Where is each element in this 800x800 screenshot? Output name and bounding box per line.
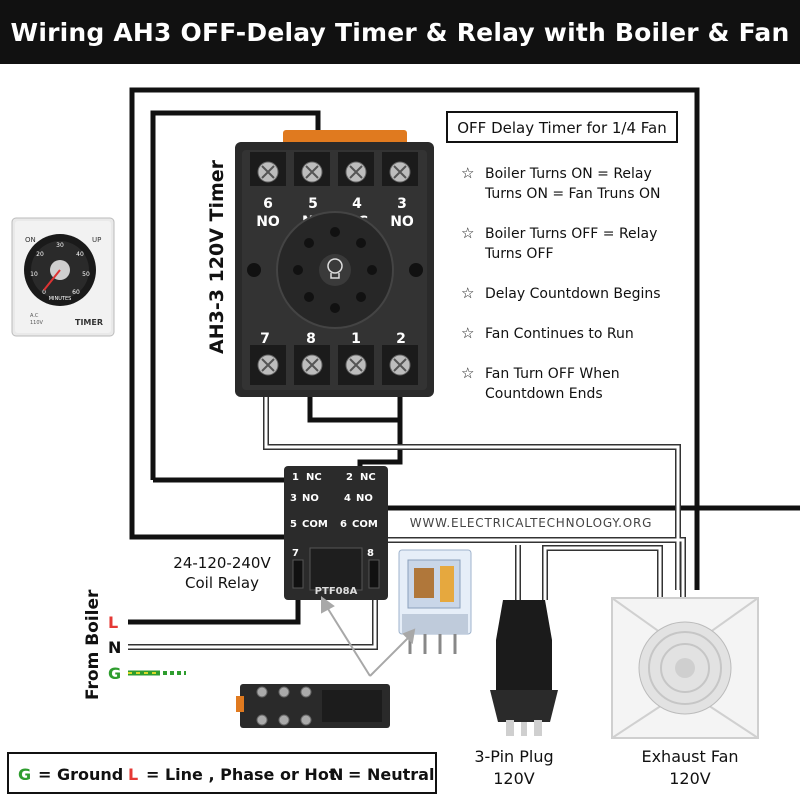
star-outline-icon: ☆ — [461, 284, 474, 302]
star-outline-icon: ☆ — [461, 364, 474, 382]
website-label: WWW.ELECTRICALTECHNOLOGY.ORG — [410, 516, 652, 530]
info-box: OFF Delay Timer for 1/4 Fan ☆ Boiler Tur… — [446, 111, 678, 402]
plug-label-line2: 120V — [493, 769, 535, 788]
info-item-5-line2: Countdown Ends — [485, 386, 603, 402]
relay-caption-line2: Coil Relay — [185, 574, 259, 592]
timer-terminal-3-num: 3 — [397, 196, 407, 212]
info-box-heading: OFF Delay Timer for 1/4 Fan — [457, 119, 667, 137]
legend-g-letter: G — [18, 765, 31, 784]
timer-terminal-6-label: NO — [256, 214, 280, 230]
star-outline-icon: ☆ — [461, 324, 474, 342]
relay-terminal-6-label: COM — [352, 519, 378, 530]
wire-relay5-frame — [129, 87, 700, 590]
legend-l-text: = Line , Phase or Hot — [146, 765, 337, 784]
svg-text:10: 10 — [30, 271, 38, 278]
bulb-icon — [327, 258, 343, 279]
wire-relay1 — [153, 477, 289, 483]
info-item-2-line1: Boiler Turns OFF = Relay — [485, 226, 657, 242]
timer-terminal-7-num: 7 — [260, 331, 270, 347]
legend-l-letter: L — [128, 765, 138, 784]
relay-photo — [398, 549, 472, 654]
legend-n-text: = Neutral — [348, 765, 434, 784]
timer-terminal-8-num: 8 — [306, 331, 316, 347]
plug-label-line1: 3-Pin Plug — [474, 747, 553, 766]
octal-socket — [247, 211, 423, 329]
relay-terminal-1-label: NC — [306, 472, 322, 483]
svg-text:20: 20 — [36, 251, 44, 258]
relay-terminal-8-num: 8 — [367, 548, 374, 559]
timer-bottom-terminal-labels: 7 8 1 2 — [260, 331, 406, 347]
relay-terminal-3-num: 3 — [290, 493, 297, 504]
timer-ac-label: A.C — [30, 313, 39, 319]
info-item-4-line1: Fan Continues to Run — [485, 326, 634, 342]
info-item-2-line2: Turns OFF — [484, 246, 554, 262]
relay-terminal-5-num: 5 — [290, 519, 297, 530]
relay-terminal-5-label: COM — [302, 519, 328, 530]
timer-photo: ON UP 0 10 20 30 40 50 60 MINUTES A.C 11… — [11, 217, 115, 337]
timer-terminal-4-num: 4 — [352, 196, 362, 212]
timer-minutes-label: MINUTES — [49, 296, 72, 302]
relay-model-label: PTF08A — [315, 586, 358, 597]
svg-text:0: 0 — [42, 289, 46, 296]
info-item-5-line1: Fan Turn OFF When — [485, 366, 620, 382]
plug-photo — [490, 600, 558, 736]
timer-bottom-screws — [250, 345, 418, 385]
legend-g-text: = Ground — [38, 765, 123, 784]
timer-socket-base: 6 NO 5 NC 4 NC 3 NO — [235, 130, 434, 397]
relay-terminal-1-num: 1 — [292, 472, 299, 483]
timer-top-screws — [250, 152, 418, 186]
timer-terminal-6-num: 6 — [263, 196, 273, 212]
relay-terminal-4-label: NO — [356, 493, 373, 504]
title-bar: Wiring AH3 OFF-Delay Timer & Relay with … — [0, 0, 800, 64]
star-outline-icon: ☆ — [461, 224, 474, 242]
fan-label-line2: 120V — [669, 769, 711, 788]
relay-terminal-6-num: 6 — [340, 519, 347, 530]
relay-terminal-4-num: 4 — [344, 493, 351, 504]
fan-label-line1: Exhaust Fan — [641, 747, 738, 766]
timer-module-label: AH3-3 120V Timer — [206, 159, 228, 354]
source-neutral-letter: N — [108, 638, 121, 657]
svg-text:40: 40 — [76, 251, 84, 258]
source-ground-letter: G — [108, 664, 121, 683]
timer-brand-label: TIMER — [75, 318, 103, 327]
source-label: From Boiler — [83, 589, 103, 700]
svg-text:60: 60 — [72, 289, 80, 296]
wire-timer8 — [307, 388, 403, 423]
timer-up-label: UP — [92, 236, 101, 244]
info-item-1-line2: Turns ON = Fan Truns ON — [484, 186, 660, 202]
timer-dial-numbers: 0 10 20 30 40 50 60 — [30, 242, 90, 296]
source-line-letter: L — [108, 613, 118, 632]
relay-terminal-2-label: NC — [360, 472, 376, 483]
star-outline-icon: ☆ — [461, 164, 474, 182]
info-list: ☆ Boiler Turns ON = Relay Turns ON = Fan… — [461, 164, 661, 402]
relay-base: 1 NC 2 NC 3 NO 4 NO 5 COM 6 COM 7 8 PTF0… — [284, 466, 388, 600]
timer-terminal-1-num: 1 — [351, 331, 361, 347]
relay-terminal-3-label: NO — [302, 493, 319, 504]
legend-n-letter: N — [330, 765, 343, 784]
relay-terminal-7-num: 7 — [292, 548, 299, 559]
timer-voltage-label: 110V — [30, 320, 44, 326]
timer-terminal-2-num: 2 — [396, 331, 406, 347]
pointer-arrows — [321, 596, 416, 677]
timer-on-label: ON — [25, 236, 36, 244]
relay-caption-line1: 24-120-240V — [173, 554, 271, 572]
svg-text:50: 50 — [82, 271, 90, 278]
info-item-3-line1: Delay Countdown Begins — [485, 286, 661, 302]
page-title: Wiring AH3 OFF-Delay Timer & Relay with … — [10, 17, 790, 47]
wire-timer6-relay1 — [150, 110, 321, 480]
din-base-photo — [236, 684, 390, 728]
info-item-1-line1: Boiler Turns ON = Relay — [485, 166, 652, 182]
relay-terminal-2-num: 2 — [346, 472, 353, 483]
timer-terminal-3-label: NO — [390, 214, 414, 230]
fan-photo — [611, 597, 759, 739]
timer-terminal-5-num: 5 — [308, 196, 318, 212]
legend-box: G = Ground L = Line , Phase or Hot N = N… — [7, 752, 437, 794]
svg-text:30: 30 — [56, 242, 64, 249]
